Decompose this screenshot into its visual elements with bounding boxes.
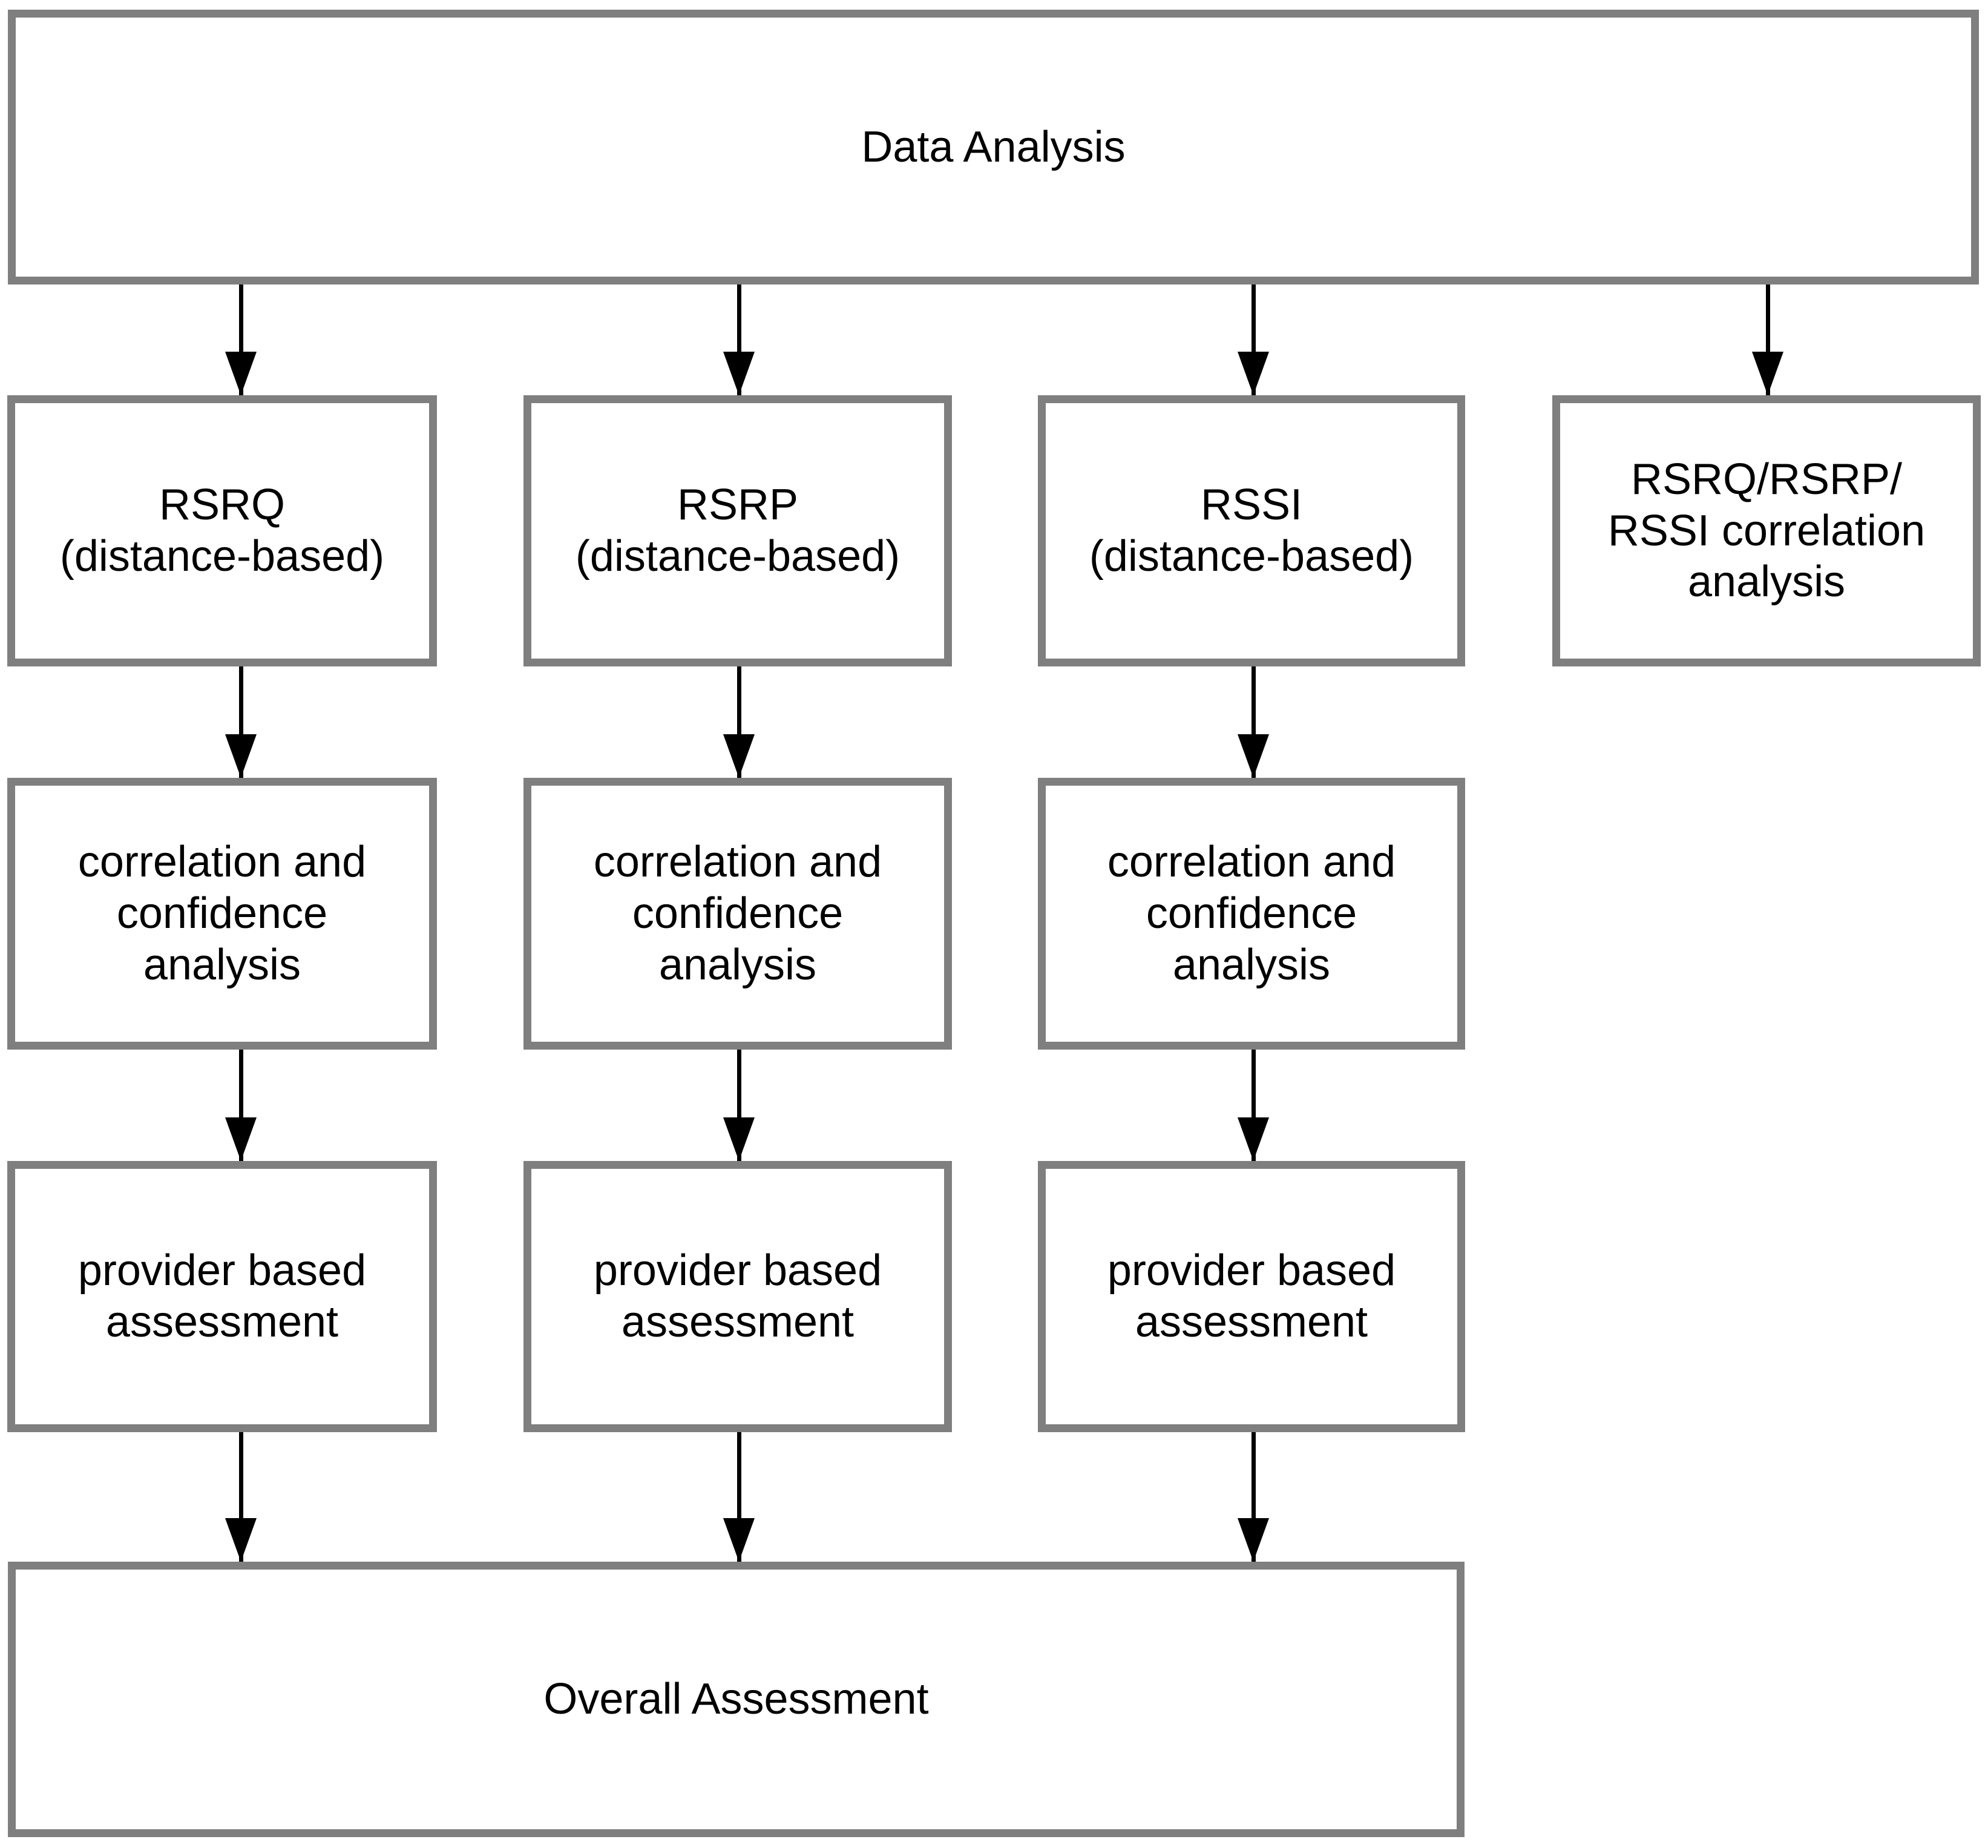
node-rsrp-distance[interactable]: RSRP (distance-based) bbox=[523, 395, 952, 666]
node-rsrp-correlation-confidence-label: correlation and confidence analysis bbox=[593, 838, 882, 989]
arrow-line bbox=[1252, 1050, 1256, 1161]
arrow-line bbox=[239, 284, 243, 395]
arrow-line bbox=[737, 1432, 741, 1562]
arrow-line bbox=[737, 1050, 741, 1161]
node-rsrq-distance[interactable]: RSRQ (distance-based) bbox=[7, 395, 437, 666]
node-rssi-distance-label: RSSI (distance-based) bbox=[1089, 481, 1414, 580]
arrow-head-icon bbox=[723, 352, 755, 395]
arrow-head-icon bbox=[1238, 1117, 1269, 1161]
node-rsrp-provider-assessment-label: provider based assessment bbox=[593, 1246, 882, 1346]
arrow-line bbox=[1252, 666, 1256, 778]
node-rssi-correlation-confidence-label: correlation and confidence analysis bbox=[1107, 838, 1396, 989]
arrow-head-icon bbox=[1238, 1518, 1269, 1562]
arrow-head-icon bbox=[225, 352, 257, 395]
node-rssi-correlation-confidence[interactable]: correlation and confidence analysis bbox=[1038, 778, 1465, 1050]
arrow-line bbox=[737, 284, 741, 395]
arrow-head-icon bbox=[723, 734, 755, 778]
arrow-line bbox=[239, 1050, 243, 1161]
node-rsrq-correlation-confidence[interactable]: correlation and confidence analysis bbox=[7, 778, 437, 1050]
node-rsrq-rsrp-rssi-correlation-label: RSRQ/RSRP/ RSSI correlation analysis bbox=[1607, 455, 1926, 607]
arrow-head-icon bbox=[225, 1518, 257, 1562]
node-data-analysis[interactable]: Data Analysis bbox=[8, 10, 1979, 284]
node-rsrq-correlation-confidence-label: correlation and confidence analysis bbox=[77, 838, 367, 989]
node-rsrp-distance-label: RSRP (distance-based) bbox=[575, 481, 901, 580]
node-rsrq-distance-label: RSRQ (distance-based) bbox=[59, 481, 385, 580]
arrow-head-icon bbox=[225, 734, 257, 778]
arrow-line bbox=[1252, 1432, 1256, 1562]
node-rsrp-provider-assessment[interactable]: provider based assessment bbox=[523, 1161, 952, 1432]
arrow-line bbox=[1766, 284, 1770, 395]
node-rsrq-provider-assessment-label: provider based assessment bbox=[77, 1246, 367, 1346]
arrow-line bbox=[737, 666, 741, 778]
node-overall-assessment[interactable]: Overall Assessment bbox=[8, 1562, 1465, 1837]
arrow-head-icon bbox=[1238, 734, 1269, 778]
node-rsrp-correlation-confidence[interactable]: correlation and confidence analysis bbox=[523, 778, 952, 1050]
arrow-head-icon bbox=[225, 1117, 257, 1161]
arrow-head-icon bbox=[723, 1117, 755, 1161]
node-rssi-provider-assessment[interactable]: provider based assessment bbox=[1038, 1161, 1465, 1432]
node-rsrq-rsrp-rssi-correlation[interactable]: RSRQ/RSRP/ RSSI correlation analysis bbox=[1552, 395, 1981, 666]
arrow-line bbox=[1252, 284, 1256, 395]
node-rssi-provider-assessment-label: provider based assessment bbox=[1107, 1246, 1396, 1346]
node-rssi-distance[interactable]: RSSI (distance-based) bbox=[1038, 395, 1465, 666]
arrow-head-icon bbox=[723, 1518, 755, 1562]
node-overall-assessment-label: Overall Assessment bbox=[543, 1675, 929, 1724]
arrow-head-icon bbox=[1752, 352, 1783, 395]
arrow-head-icon bbox=[1238, 352, 1269, 395]
arrow-line bbox=[239, 666, 243, 778]
node-data-analysis-label: Data Analysis bbox=[861, 122, 1126, 171]
node-rsrq-provider-assessment[interactable]: provider based assessment bbox=[7, 1161, 437, 1432]
arrow-line bbox=[239, 1432, 243, 1562]
